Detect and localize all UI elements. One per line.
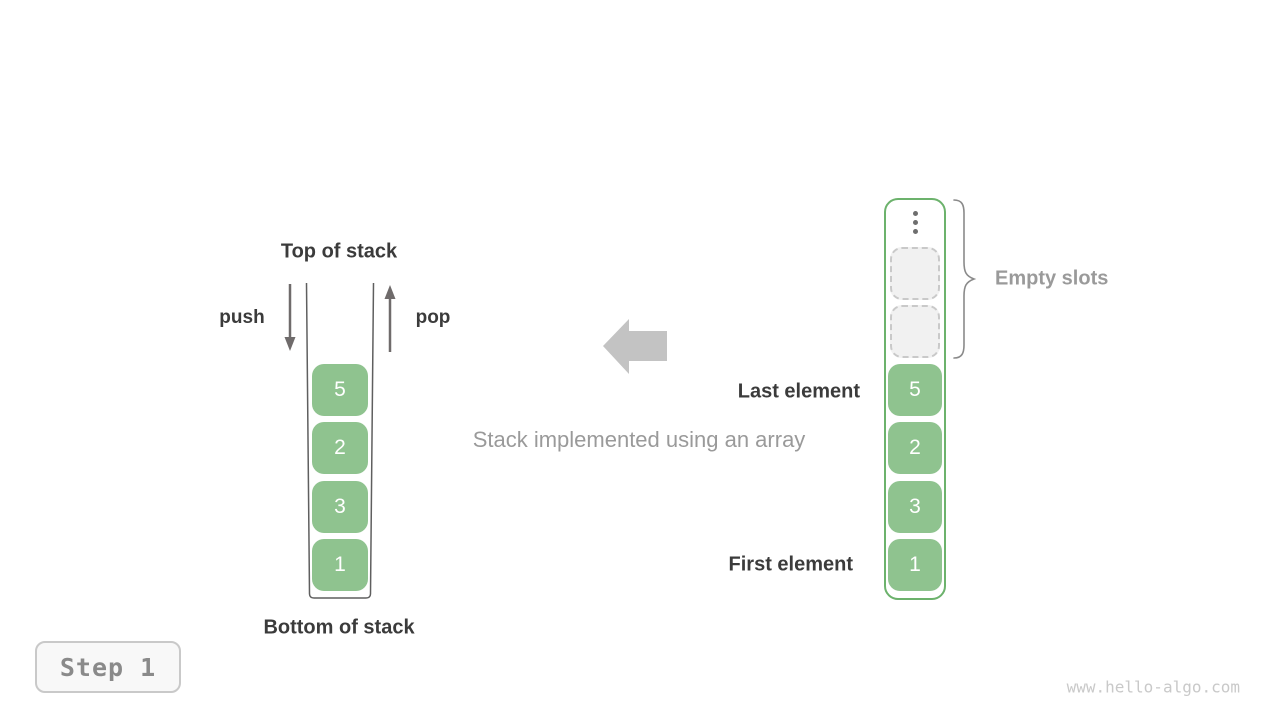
pop-label: pop xyxy=(415,307,451,328)
last-element-label: Last element xyxy=(737,380,860,403)
array-cell: 2 xyxy=(888,422,942,474)
left-stack-container xyxy=(300,280,380,605)
pop-up-arrow-icon xyxy=(382,282,398,354)
left-block-arrow-icon xyxy=(601,316,669,380)
empty-slots-label: Empty slots xyxy=(995,267,1109,290)
push-down-arrow-icon xyxy=(282,282,298,354)
stack-cell: 2 xyxy=(312,422,368,474)
push-label: push xyxy=(219,307,265,328)
step-badge: Step 1 xyxy=(35,641,181,693)
first-element-label: First element xyxy=(728,553,853,576)
array-cell: 3 xyxy=(888,481,942,533)
empty-slot xyxy=(890,305,940,358)
array-cell: 5 xyxy=(888,364,942,416)
bottom-of-stack-label: Bottom of stack xyxy=(263,616,415,639)
vertical-dots-icon xyxy=(913,211,918,234)
watermark-text: www.hello-algo.com xyxy=(1066,677,1240,697)
empty-slot xyxy=(890,247,940,300)
array-cell: 1 xyxy=(888,539,942,591)
center-caption: Stack implemented using an array xyxy=(472,427,806,452)
stack-cell: 5 xyxy=(312,364,368,416)
stack-cell: 3 xyxy=(312,481,368,533)
top-of-stack-label: Top of stack xyxy=(280,240,398,263)
curly-brace-icon xyxy=(948,196,982,366)
stack-cell: 1 xyxy=(312,539,368,591)
